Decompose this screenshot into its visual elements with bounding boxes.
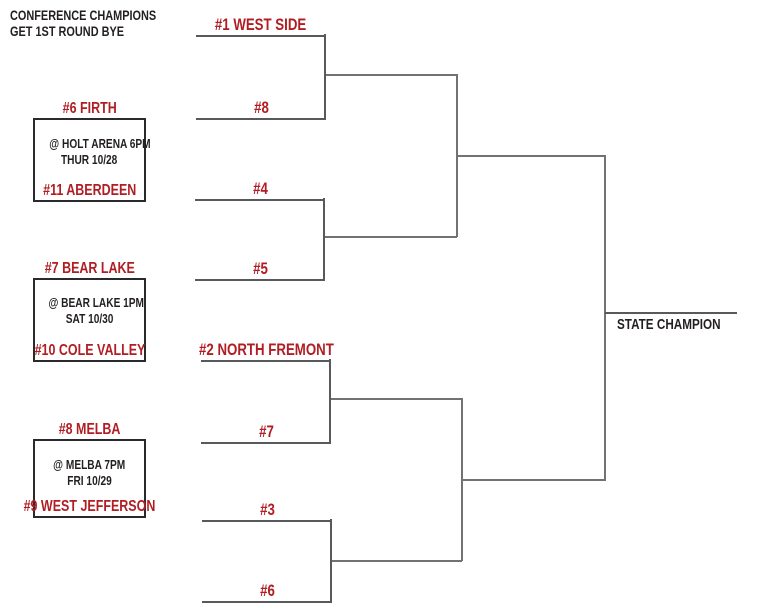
playin2-info: @ BEAR LAKE 1PM SAT 10/30 [35, 295, 144, 326]
bracket-line-semifinal-top-vertical [456, 74, 458, 237]
bracket-line-final-top-horizontal [457, 155, 605, 157]
playin2-lower-seed-label: #10 COLE VALLEY [34, 342, 145, 359]
playin2-higher-seed-label: #7 BEAR LAKE [44, 260, 135, 277]
playin1-higher-seed-label: #6 FIRTH [62, 100, 117, 117]
slot-3: #3 [202, 497, 332, 522]
playin1-info: @ HOLT ARENA 6PM THUR 10/28 [35, 136, 150, 167]
slot-5: #5 [195, 256, 325, 281]
playin3-lower-seed-label: #9 WEST JEFFERSON [23, 498, 156, 515]
slot-6-label: #6 [259, 581, 275, 600]
playin1-day: THUR 10/28 [61, 151, 118, 167]
playin1-venue: @ HOLT ARENA 6PM [49, 136, 151, 151]
playin3-info: @ MELBA 7PM FRI 10/29 [35, 457, 144, 488]
champion-slot-line [605, 312, 737, 314]
bracket-line-final-vertical [604, 155, 606, 481]
slot-6: #6 [202, 578, 332, 603]
slot-1-west-side-label: #1 WEST SIDE [215, 15, 307, 34]
bracket-line-game4-elbow [332, 560, 462, 562]
playin2-lower-seed: #10 COLE VALLEY [33, 338, 146, 362]
playin2-day: SAT 10/30 [65, 310, 114, 326]
playin1-box [33, 118, 146, 202]
slot-2-north-fremont: #2 NORTH FREMONT [198, 337, 334, 362]
slot-3-label: #3 [259, 500, 275, 519]
slot-7-label: #7 [258, 422, 274, 441]
slot-2-north-fremont-label: #2 NORTH FREMONT [198, 340, 334, 359]
playin2-box [33, 278, 146, 362]
bracket-line-game1-vertical [324, 34, 326, 119]
slot-8: #8 [196, 95, 326, 120]
bracket-line-game4-vertical [330, 519, 332, 602]
bye-note-line1: CONFERENCE CHAMPIONS [10, 7, 157, 23]
bye-note-line2: GET 1ST ROUND BYE [10, 23, 125, 39]
bracket-line-game2-elbow [325, 236, 457, 238]
state-champion-label: STATE CHAMPION [617, 316, 750, 333]
playin1-lower-seed: #11 ABERDEEN [33, 178, 146, 202]
playin3-higher-seed: #8 MELBA [33, 417, 146, 441]
playin2-venue: @ BEAR LAKE 1PM [48, 295, 144, 310]
playin1-higher-seed: #6 FIRTH [33, 96, 146, 120]
slot-5-label: #5 [252, 259, 268, 278]
slot-8-label: #8 [253, 98, 269, 117]
slot-4: #4 [195, 176, 325, 201]
bracket-line-final-bottom-horizontal [462, 479, 605, 481]
slot-7: #7 [201, 419, 331, 444]
playin3-venue: @ MELBA 7PM [53, 457, 126, 472]
slot-1-west-side: #1 WEST SIDE [196, 12, 326, 37]
bracket-line-game3-vertical [329, 359, 331, 443]
state-champion-text: STATE CHAMPION [617, 316, 721, 333]
playin2-higher-seed: #7 BEAR LAKE [33, 256, 146, 280]
playin3-higher-seed-label: #8 MELBA [58, 421, 121, 438]
slot-4-label: #4 [252, 179, 268, 198]
bye-note: CONFERENCE CHAMPIONS GET 1ST ROUND BYE [10, 7, 197, 39]
playin3-lower-seed: #9 WEST JEFFERSON [24, 494, 156, 518]
playin3-box [33, 439, 146, 518]
bracket-line-game3-elbow [331, 398, 462, 400]
bracket-line-semifinal-bottom-vertical [461, 398, 463, 561]
playin1-lower-seed-label: #11 ABERDEEN [42, 182, 137, 199]
bracket-line-game1-elbow [326, 74, 457, 76]
playin3-day: FRI 10/29 [67, 472, 112, 488]
bracket-line-game2-vertical [323, 198, 325, 280]
